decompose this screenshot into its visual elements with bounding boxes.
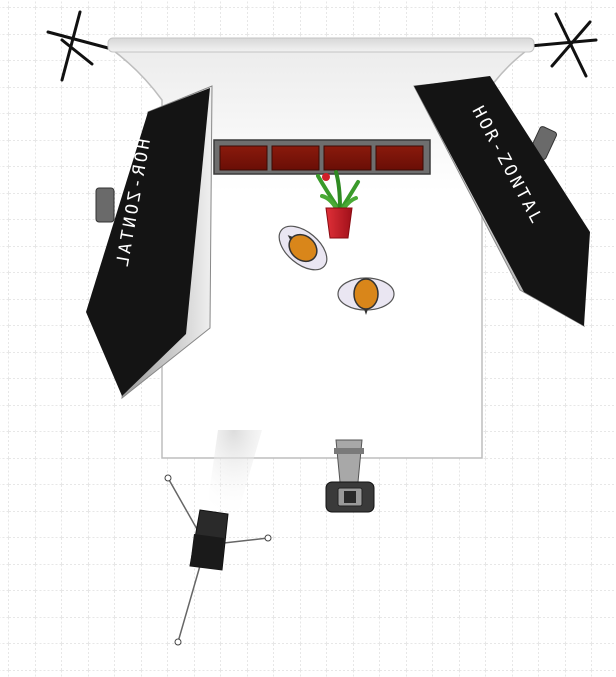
subject-head [288, 233, 318, 263]
light-bank [213, 139, 431, 175]
light-bank-panel [271, 145, 320, 171]
light-bank-panel [323, 145, 372, 171]
subject-2 [337, 277, 395, 315]
camera-lens [335, 439, 363, 483]
light-bank-panel [375, 145, 424, 171]
backdrop-stand-left [46, 10, 110, 82]
light-bank-panel [219, 145, 268, 171]
spotlight [164, 430, 272, 646]
softbox-right: HOR-ZONTAL [413, 76, 590, 328]
flower-icon [322, 173, 330, 181]
softbox-panel [86, 88, 210, 396]
softbox-panel [414, 76, 590, 326]
subject-1 [278, 225, 328, 271]
subject-head [353, 278, 379, 310]
softbox-mount [95, 187, 115, 223]
backdrop-stand-right [528, 12, 598, 78]
potted-plant [316, 170, 360, 239]
plant-pot [325, 207, 353, 239]
backdrop-roll [107, 37, 535, 53]
spotlight-beam [206, 430, 262, 520]
camera [325, 439, 375, 513]
